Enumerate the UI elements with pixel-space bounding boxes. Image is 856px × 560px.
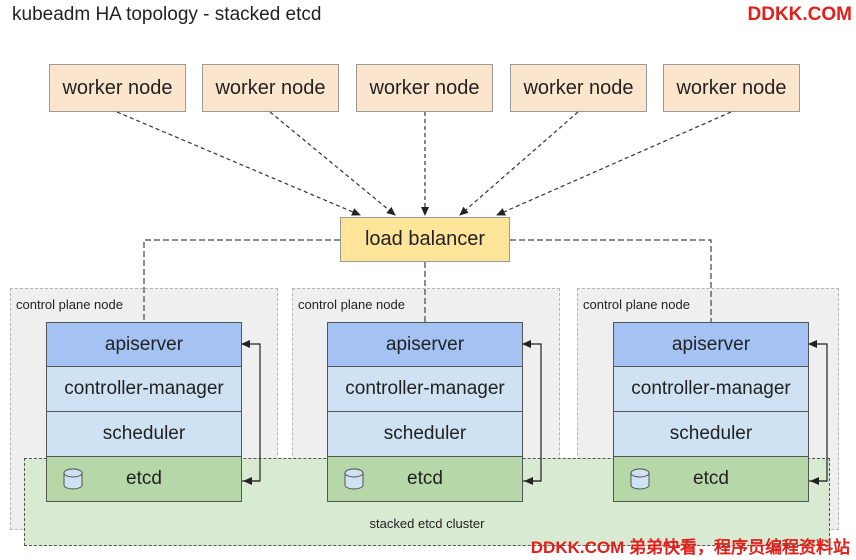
worker-node-4: worker node: [510, 64, 647, 112]
control-plane-label: control plane node: [16, 297, 123, 312]
database-icon: [630, 468, 650, 490]
etcd: etcd: [613, 457, 809, 502]
worker-node-2: worker node: [202, 64, 339, 112]
control-plane-label: control plane node: [583, 297, 690, 312]
watermark-top: DDKK.COM: [747, 4, 853, 25]
etcd-label: etcd: [407, 468, 443, 489]
worker-node-3: worker node: [356, 64, 493, 112]
database-icon: [344, 468, 364, 490]
control-plane-stack-3: apiserver controller-manager scheduler e…: [613, 322, 809, 502]
apiserver: apiserver: [327, 322, 523, 367]
etcd: etcd: [327, 457, 523, 502]
controller-manager: controller-manager: [327, 367, 523, 412]
etcd-label: etcd: [126, 468, 162, 489]
worker-1-connector: [116, 111, 361, 216]
control-plane-stack-2: apiserver controller-manager scheduler e…: [327, 322, 523, 502]
worker-4-connector: [459, 111, 579, 216]
apiserver: apiserver: [613, 322, 809, 367]
worker-node-1: worker node: [49, 64, 186, 112]
etcd-cluster-label: stacked etcd cluster: [369, 516, 485, 531]
worker-node-5: worker node: [663, 64, 800, 112]
worker-2-connector: [269, 111, 396, 216]
scheduler: scheduler: [46, 412, 242, 457]
load-balancer: load balancer: [340, 217, 510, 262]
scheduler: scheduler: [327, 412, 523, 457]
control-plane-stack-1: apiserver controller-manager scheduler e…: [46, 322, 242, 502]
database-icon: [63, 468, 83, 490]
controller-manager: controller-manager: [46, 367, 242, 412]
scheduler: scheduler: [613, 412, 809, 457]
watermark-bottom: DDKK.COM 弟弟快看，程序员编程资料站: [530, 538, 850, 557]
diagram-title: kubeadm HA topology - stacked etcd: [12, 4, 322, 25]
etcd: etcd: [46, 457, 242, 502]
control-plane-label: control plane node: [298, 297, 405, 312]
worker-5-connector: [496, 111, 732, 216]
controller-manager: controller-manager: [613, 367, 809, 412]
etcd-label: etcd: [693, 468, 729, 489]
apiserver: apiserver: [46, 322, 242, 367]
